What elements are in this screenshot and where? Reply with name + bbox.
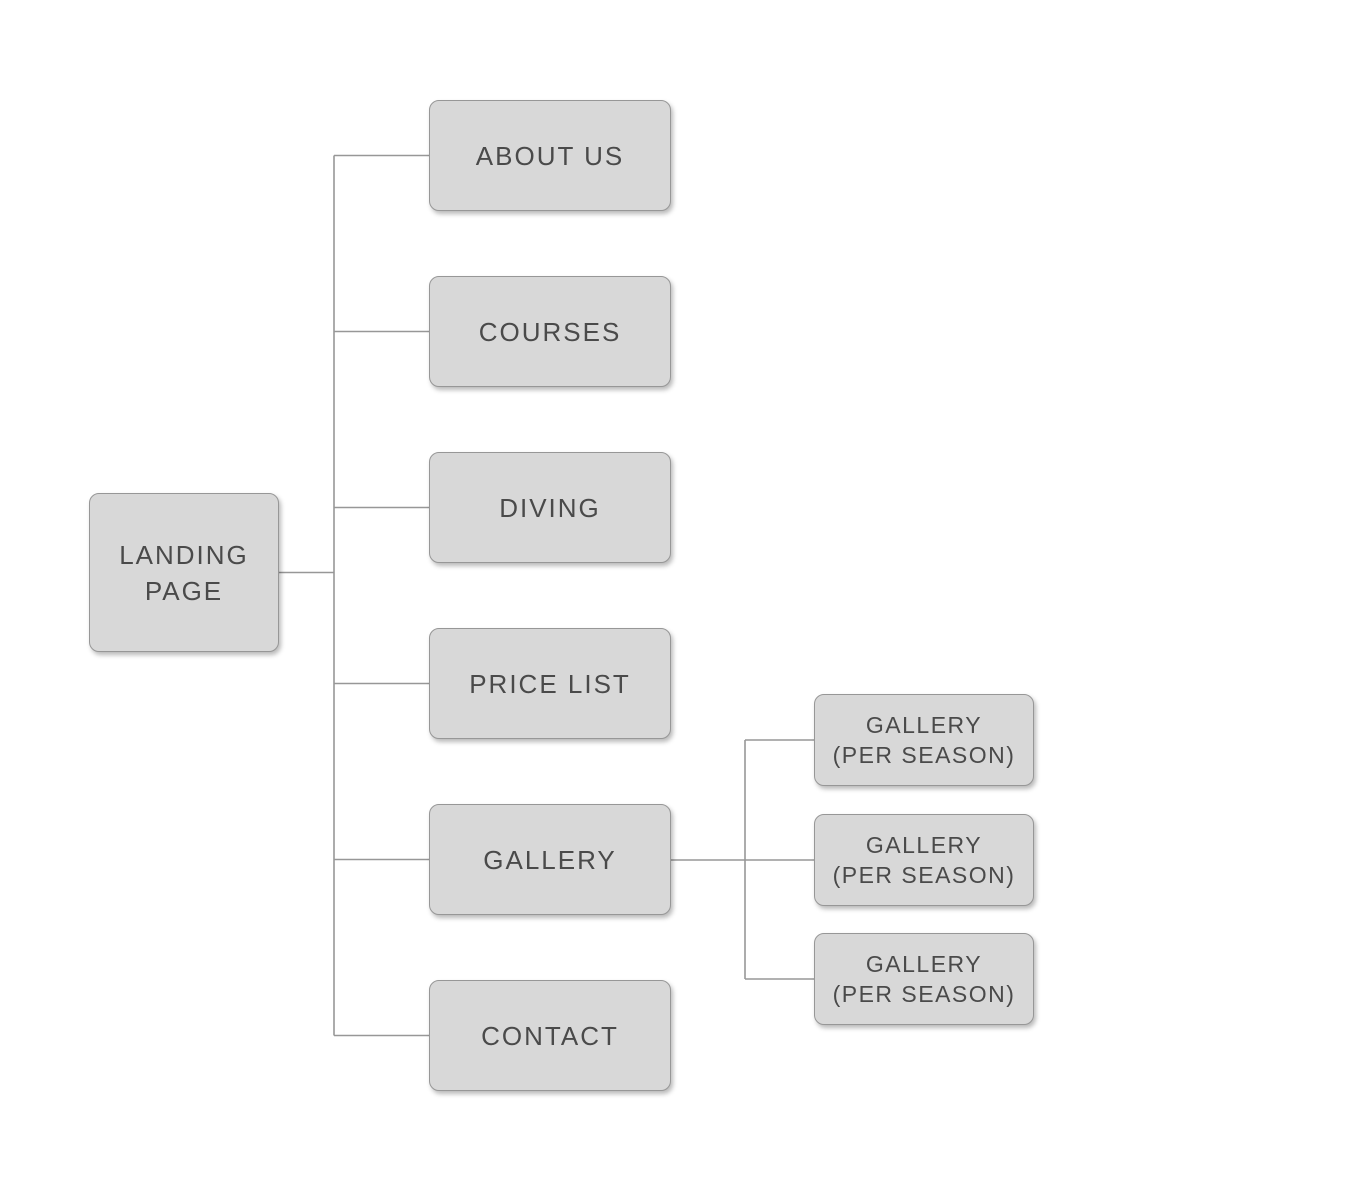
node-about-us[interactable]: ABOUT US <box>429 100 671 211</box>
node-gallery-per-season-2[interactable]: GALLERY (PER SEASON) <box>814 814 1034 906</box>
node-label-line: LANDING <box>119 539 249 570</box>
node-label-line: GALLERY <box>865 832 983 858</box>
node-gallery-per-season-1[interactable]: GALLERY (PER SEASON) <box>814 694 1034 786</box>
node-gallery[interactable]: GALLERY <box>429 804 671 915</box>
node-label-line: GALLERY <box>865 951 983 977</box>
node-gallery-per-season-3[interactable]: GALLERY (PER SEASON) <box>814 933 1034 1025</box>
node-label: DIVING <box>499 492 601 523</box>
node-label: CONTACT <box>481 1020 619 1051</box>
node-label-line: (PER SEASON) <box>832 742 1016 768</box>
node-label-line: (PER SEASON) <box>832 981 1016 1007</box>
node-label: COURSES <box>478 316 622 347</box>
node-label-line: PAGE <box>144 575 224 606</box>
node-label-line: (PER SEASON) <box>832 862 1016 888</box>
node-label-line: GALLERY <box>865 712 983 738</box>
node-courses[interactable]: COURSES <box>429 276 671 387</box>
node-label: GALLERY <box>483 844 617 875</box>
node-label: ABOUT US <box>475 140 625 171</box>
node-price-list[interactable]: PRICE LIST <box>429 628 671 739</box>
node-diving[interactable]: DIVING <box>429 452 671 563</box>
node-label: PRICE LIST <box>469 668 631 699</box>
node-landing-page[interactable]: LANDING PAGE <box>89 493 279 652</box>
node-contact[interactable]: CONTACT <box>429 980 671 1091</box>
